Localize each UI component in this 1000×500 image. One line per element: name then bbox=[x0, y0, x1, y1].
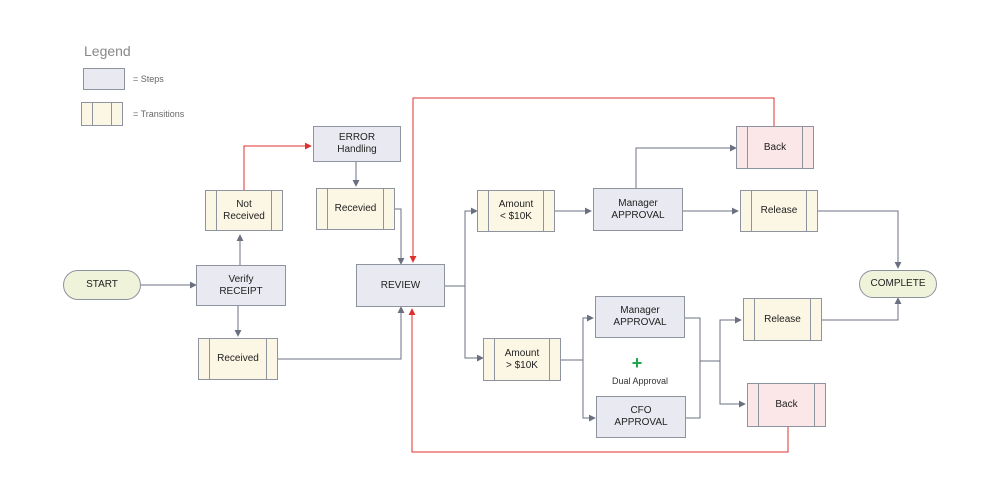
connector-manager2-join bbox=[685, 317, 701, 419]
legend-steps-label: = Steps bbox=[133, 74, 164, 84]
connector-review-branch-low bbox=[464, 286, 484, 362]
return-path-back-bottom-review bbox=[408, 308, 789, 453]
start-terminal: START bbox=[63, 270, 141, 300]
connector-join-back bbox=[719, 361, 746, 408]
connector-amountgt-split bbox=[561, 314, 594, 361]
dual-approval-label: Dual Approval bbox=[611, 376, 669, 386]
back-transition-bottom: Back bbox=[747, 383, 826, 427]
plus-icon: + bbox=[631, 353, 643, 373]
legend-steps-swatch bbox=[83, 68, 125, 90]
legend-title: Legend bbox=[84, 43, 131, 59]
legend-transitions-label: = Transitions bbox=[133, 109, 185, 119]
return-path-notreceived-error bbox=[243, 142, 312, 190]
error-handling-step: ERROR Handling bbox=[313, 126, 401, 162]
received-transition: Received bbox=[198, 338, 278, 380]
amount-less-10k-transition: Amount < $10K bbox=[477, 190, 555, 232]
connector-review-branch bbox=[445, 207, 478, 287]
not-received-transition: Not Received bbox=[205, 190, 283, 231]
cfo-approval-step: CFO APPROVAL bbox=[596, 396, 686, 438]
connector-recevied-review bbox=[395, 208, 405, 265]
connector-amountgt-cfo bbox=[582, 360, 596, 422]
connector-release2-complete bbox=[822, 297, 902, 321]
manager-approval-step-bottom: Manager APPROVAL bbox=[595, 296, 685, 338]
release-transition-top: Release bbox=[740, 190, 818, 232]
connector-release-complete bbox=[818, 210, 902, 269]
connector-manager-back bbox=[635, 144, 737, 188]
return-path-back-top-review bbox=[409, 97, 775, 263]
manager-approval-step-top: Manager APPROVAL bbox=[593, 188, 683, 231]
legend-transitions-swatch bbox=[81, 102, 123, 126]
complete-terminal: COMPLETE bbox=[859, 270, 937, 298]
amount-greater-10k-transition: Amount > $10K bbox=[483, 338, 561, 381]
review-step: REVIEW bbox=[356, 264, 445, 307]
verify-receipt-step: Verify RECEIPT bbox=[196, 265, 286, 306]
release-transition-bottom: Release bbox=[743, 298, 822, 341]
recevied-transition: Recevied bbox=[316, 188, 395, 230]
connector-received-review bbox=[278, 306, 405, 360]
connector-join-release bbox=[700, 316, 742, 362]
back-transition-top: Back bbox=[736, 126, 814, 169]
